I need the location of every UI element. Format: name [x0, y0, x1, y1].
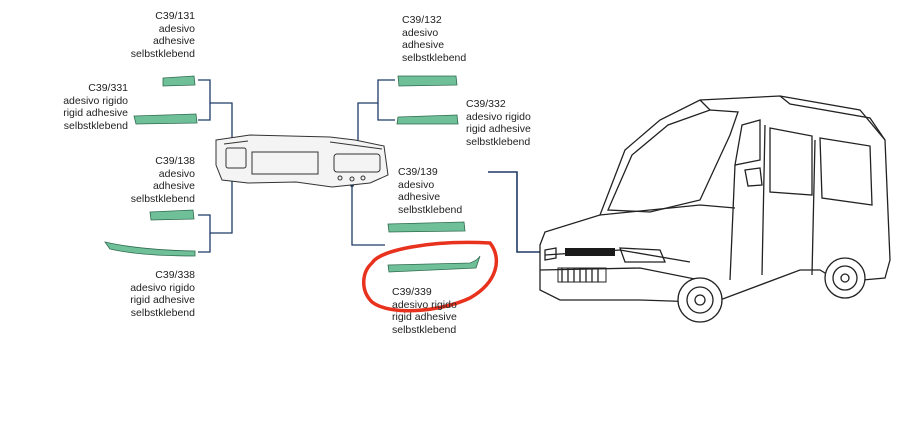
- leader-c39-132: [357, 79, 395, 145]
- label-c39-332: C39/332 adesivo rigido rigid adhesive se…: [466, 98, 531, 148]
- part-desc-en: rigid adhesive: [63, 107, 128, 120]
- part-desc-it: adesivo: [158, 22, 195, 35]
- label-c39-338: C39/338 adesivo rigido rigid adhesive se…: [130, 269, 195, 319]
- label-c39-138: C39/138 adesivo adhesive selbstklebend: [131, 155, 195, 205]
- van-grille-highlight: [565, 248, 615, 256]
- strip-c39-132: [397, 75, 458, 87]
- leader-c39-138: [198, 172, 233, 234]
- strip-c39-332: [396, 114, 459, 125]
- leader-c39-131: [198, 79, 233, 140]
- label-c39-139: C39/139 adesivo adhesive selbstklebend: [398, 166, 462, 216]
- part-code: C39/132: [402, 14, 442, 26]
- red-highlight-circle: [362, 240, 499, 313]
- part-desc-it: adesivo: [158, 167, 195, 180]
- part-code: C39/338: [155, 269, 195, 281]
- part-code: C39/131: [155, 10, 195, 22]
- leader-c39-332: [377, 103, 395, 121]
- label-c39-339: C39/339 adesivo rigido rigid adhesive se…: [392, 286, 457, 336]
- trim-strips: [104, 75, 481, 273]
- part-code: C39/339: [392, 286, 432, 298]
- part-desc-en: rigid adhesive: [130, 294, 195, 307]
- van-illustration: [539, 95, 891, 323]
- part-desc-de: selbstklebend: [398, 203, 463, 216]
- leader-c39-139: [351, 185, 385, 246]
- part-desc-de: selbstklebend: [130, 306, 195, 319]
- strip-c39-338: [104, 241, 196, 257]
- part-desc-it: adesivo: [398, 178, 435, 191]
- part-code: C39/331: [88, 82, 128, 94]
- strip-c39-138: [149, 209, 195, 221]
- part-desc-en: rigid adhesive: [392, 311, 457, 324]
- label-c39-131: C39/131 adesivo adhesive selbstklebend: [131, 10, 195, 60]
- part-code: C39/138: [155, 155, 195, 167]
- part-desc-en: adhesive: [152, 35, 195, 48]
- part-desc-it: adesivo rigido: [63, 94, 128, 107]
- part-desc-de: selbstklebend: [392, 323, 457, 336]
- label-c39-331: C39/331 adesivo rigido rigid adhesive se…: [63, 82, 128, 132]
- part-desc-de: selbstklebend: [402, 51, 467, 64]
- leader-c39-331: [198, 103, 211, 121]
- part-desc-en: adhesive: [402, 39, 445, 52]
- part-desc-en: rigid adhesive: [466, 123, 531, 136]
- strip-c39-331: [133, 113, 198, 125]
- part-desc-it: adesivo: [402, 26, 439, 39]
- grille-assembly: [215, 134, 389, 188]
- strip-c39-131: [162, 75, 196, 87]
- part-desc-de: selbstklebend: [63, 119, 128, 132]
- part-code: C39/332: [466, 98, 506, 110]
- leader-c39-338: [198, 233, 211, 253]
- part-desc-de: selbstklebend: [130, 192, 195, 205]
- strip-c39-139: [387, 221, 466, 233]
- part-desc-it: adesivo rigido: [466, 110, 531, 123]
- strip-c39-339: [387, 255, 481, 273]
- part-desc-de: selbstklebend: [130, 47, 195, 60]
- part-desc-de: selbstklebend: [466, 135, 531, 148]
- label-c39-132: C39/132 adesivo adhesive selbstklebend: [402, 14, 466, 64]
- part-desc-it: adesivo rigido: [130, 281, 195, 294]
- part-desc-en: adhesive: [152, 180, 195, 193]
- part-code: C39/139: [398, 166, 438, 178]
- leader-lines: [198, 79, 545, 253]
- part-desc-it: adesivo rigido: [392, 298, 457, 311]
- leader-to-van: [488, 171, 545, 253]
- part-desc-en: adhesive: [398, 191, 441, 204]
